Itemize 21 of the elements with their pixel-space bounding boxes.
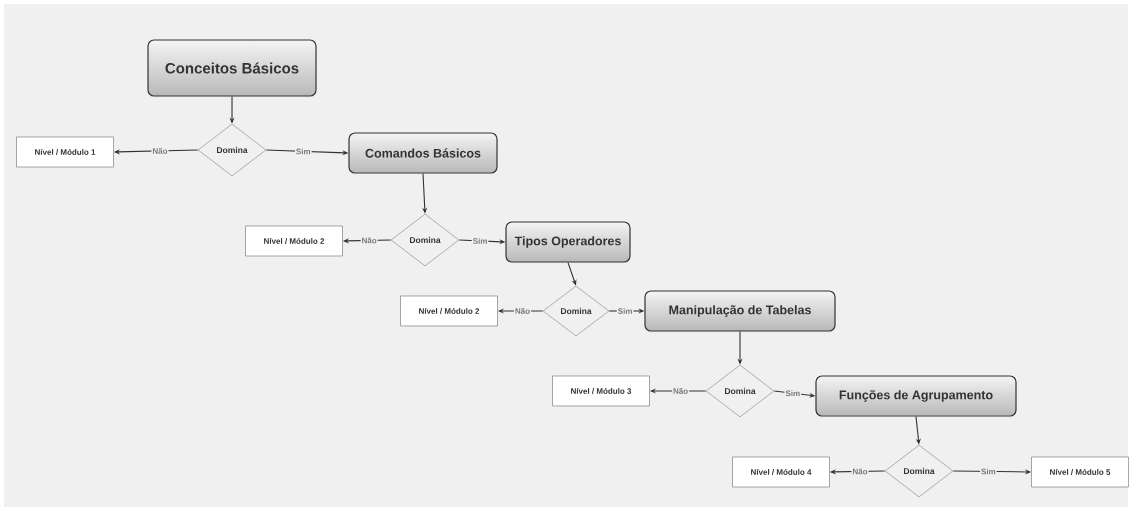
edge-label: Sim bbox=[980, 467, 997, 476]
level-box: Nível / Módulo 2 bbox=[245, 225, 343, 257]
edge-label: Não bbox=[672, 387, 690, 395]
edge-label: Sim bbox=[294, 147, 312, 156]
topic-box: Funções de Agrupamento bbox=[815, 375, 1017, 417]
topic-box: Conceitos Básicos bbox=[147, 39, 317, 97]
edge-label: Sim bbox=[471, 236, 489, 245]
edge-label: Não bbox=[360, 236, 378, 245]
edge-label: Sim bbox=[784, 389, 802, 398]
topic-box: Manipulação de Tabelas bbox=[644, 290, 836, 332]
level-box: Nível / Módulo 3 bbox=[552, 375, 650, 407]
topic-box: Comandos Básicos bbox=[348, 132, 498, 174]
edge-label: Não bbox=[151, 146, 169, 155]
level-box: Nível / Módulo 4 bbox=[732, 456, 830, 488]
topic-box: Tipos Operadores bbox=[505, 221, 631, 263]
edge-label: Não bbox=[851, 467, 869, 476]
level-box: Nível / Módulo 2 bbox=[400, 295, 498, 327]
edge-label: Não bbox=[513, 307, 532, 315]
level-box: Nível / Módulo 5 bbox=[1031, 456, 1129, 488]
level-box: Nível / Módulo 1 bbox=[16, 136, 114, 168]
edge-label: Sim bbox=[616, 307, 634, 315]
